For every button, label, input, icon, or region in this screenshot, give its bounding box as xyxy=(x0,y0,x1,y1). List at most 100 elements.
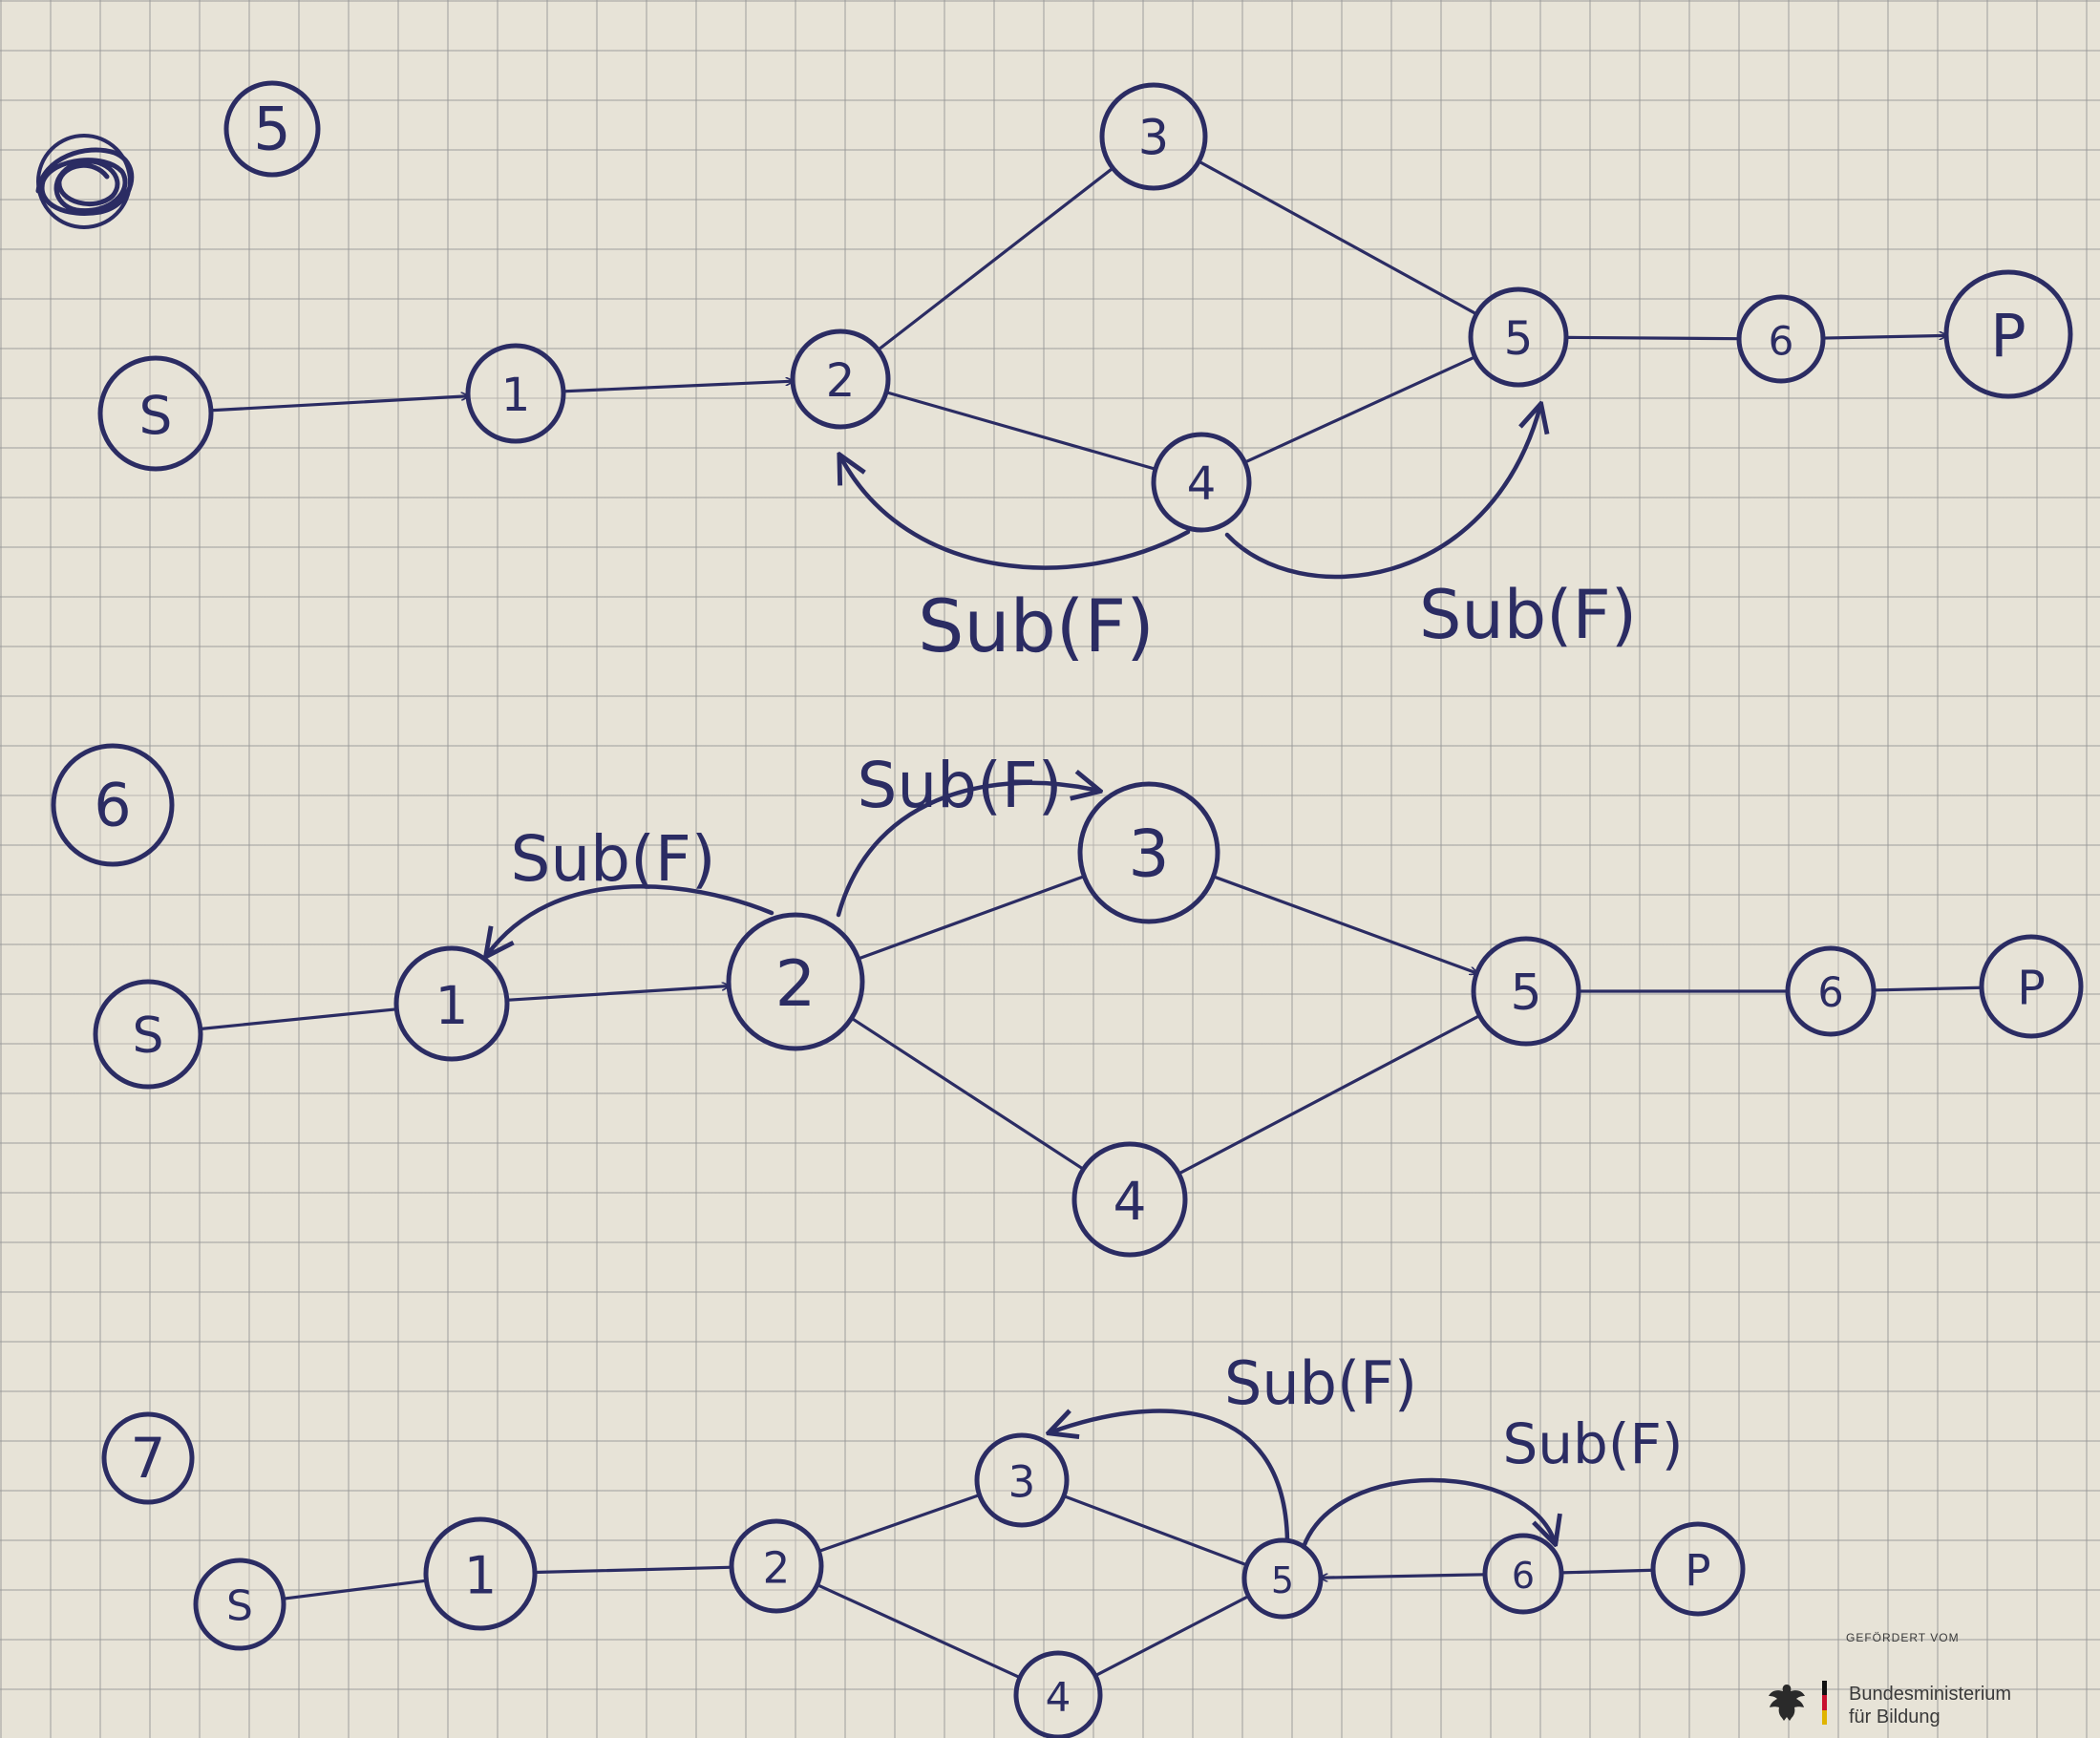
diagram-6-edge-1-2 xyxy=(505,986,729,1002)
diagram-5-node-4 xyxy=(1151,432,1252,533)
diagram-7-edge-1-2 xyxy=(533,1565,733,1575)
diagram-6-edge-4-5 xyxy=(1177,1013,1481,1176)
diagram-6-edge-S-1 xyxy=(199,1007,398,1031)
funder-name-line2: für Bildung xyxy=(1849,1706,1941,1727)
diagram-7-sub-label-5-6: Sub(F) xyxy=(1502,1411,1683,1476)
diagram-6-edge-2-3 xyxy=(857,875,1086,961)
diagram-5-node-label-3: 3 xyxy=(1138,111,1169,167)
diagram-6-node-1 xyxy=(393,945,510,1062)
diagram-5-node-6 xyxy=(1736,294,1826,384)
diagram-5-node-label-4: 4 xyxy=(1187,457,1217,511)
funder-caption: GEFÖRDERT VOM xyxy=(1846,1631,1960,1644)
diagram-6-node-5 xyxy=(1471,936,1581,1047)
diagram-7-node-5 xyxy=(1241,1537,1324,1620)
diagram-6-sub-arc-2-3 xyxy=(836,783,1098,918)
diagram-7-node-P xyxy=(1650,1521,1746,1617)
diagram-5-node-1 xyxy=(465,343,566,444)
diagram-7-edge-S-1 xyxy=(282,1579,429,1600)
diagram-5-node-label-P: P xyxy=(1990,302,2026,371)
diagram-6-edge-2-4 xyxy=(850,1016,1086,1171)
diagram-5-edge-6-P xyxy=(1821,335,1948,338)
diagram-7-edge-6-5 xyxy=(1319,1573,1487,1578)
diagram-7-edge-3-5 xyxy=(1062,1494,1249,1567)
diagram-5-sub-arc-4-2 xyxy=(840,456,1191,570)
diagram-7-node-4 xyxy=(1013,1650,1103,1738)
diagram-6-node-3 xyxy=(1077,781,1220,924)
diagram-6-edge-3-5 xyxy=(1211,875,1477,973)
diagram-5-node-label-2: 2 xyxy=(826,354,856,408)
diagram-5-sub-label-4-5: Sub(F) xyxy=(1419,576,1637,654)
scribble-circle xyxy=(36,134,132,229)
diagram-6-node-S xyxy=(93,979,203,1090)
flag-bar xyxy=(1822,1681,1827,1725)
diagram-7-sub-arc-5-6 xyxy=(1301,1477,1555,1547)
federal-eagle-icon xyxy=(1769,1685,1805,1721)
diagram-5-node-label-5: 5 xyxy=(1504,312,1534,366)
diagram-6-node-label-P: P xyxy=(2017,962,2046,1016)
diagram-5-edge-2-4 xyxy=(884,391,1157,471)
diagram-6-node-label-6: 6 xyxy=(1817,969,1843,1017)
diagram-5-edge-5-6 xyxy=(1564,335,1741,341)
diagram-7-edge-2-3 xyxy=(817,1493,982,1554)
diagram-7-edge-4-5 xyxy=(1093,1594,1251,1678)
diagram-6-node-4 xyxy=(1071,1141,1188,1258)
funder-name-line1: Bundesministerium xyxy=(1849,1684,2012,1705)
diagram-5-node-S xyxy=(97,355,214,472)
edges-layer xyxy=(199,159,1983,1680)
diagram-7-edge-6-P xyxy=(1559,1568,1655,1575)
diagram-5-node-3 xyxy=(1099,82,1208,191)
diagram-7-node-1 xyxy=(423,1516,538,1631)
diagram-7-node-label-4: 4 xyxy=(1046,1674,1071,1721)
diagram-7-node-label-P: P xyxy=(1685,1546,1710,1597)
diagram-6-node-6 xyxy=(1785,945,1877,1037)
diagram-6-node-label-1: 1 xyxy=(435,975,469,1036)
diagram-7-node-label-3: 3 xyxy=(1008,1457,1036,1508)
diagram-6-node-2 xyxy=(726,912,865,1051)
diagram-5-sub-arc-4-5 xyxy=(1224,406,1540,580)
diagram-6-node-P xyxy=(1979,934,2084,1039)
diagram-5-edge-1-2 xyxy=(562,381,793,393)
diagram-5-node-label-1: 1 xyxy=(501,369,531,422)
diagram-7-node-label-2: 2 xyxy=(763,1543,791,1594)
diagram-7-sub-label-5-3: Sub(F) xyxy=(1224,1348,1417,1418)
funder-logo: GEFÖRDERT VOM Bundesministerium für Bild… xyxy=(1767,1623,2082,1733)
diagram-7-node-2 xyxy=(729,1518,824,1614)
diagram-7-node-label-6: 6 xyxy=(1512,1555,1535,1597)
diagram-7-edge-2-4 xyxy=(816,1582,1022,1680)
diagram-7-node-label-1: 1 xyxy=(464,1546,497,1606)
scribble-stroke xyxy=(35,147,135,216)
diagram-6-sub-arc-2-1 xyxy=(487,884,774,955)
diagram-5-edge-2-3 xyxy=(876,166,1114,351)
diagram-5-sub-label-4-2: Sub(F) xyxy=(918,583,1155,668)
diagram-6-sub-label-2-3: Sub(F) xyxy=(857,749,1062,822)
diagram-5-section-label: 5 xyxy=(253,95,290,164)
diagram-5-node-P xyxy=(1943,269,2073,399)
diagram-5-section-circle xyxy=(223,80,321,178)
diagram-7-node-6 xyxy=(1482,1533,1564,1615)
nodes-layer xyxy=(51,80,2084,1738)
diagram-5-edge-4-5 xyxy=(1242,355,1477,464)
diagram-7-section-label: 7 xyxy=(131,1426,166,1491)
diagram-7-node-S xyxy=(193,1558,286,1651)
funder-name: Bundesministerium für Bildung xyxy=(1849,1683,2011,1728)
diagram-6-edge-6-P xyxy=(1872,986,1983,992)
diagram-7-node-label-5: 5 xyxy=(1271,1559,1294,1601)
diagram-6-section-label: 6 xyxy=(94,771,131,840)
diagram-5-node-5 xyxy=(1468,286,1569,388)
diagram-5-node-label-6: 6 xyxy=(1769,318,1794,365)
substitution-arcs-layer xyxy=(487,406,1555,1547)
diagram-6-node-label-4: 4 xyxy=(1114,1171,1147,1232)
diagram-7-node-3 xyxy=(974,1432,1070,1528)
diagram-5-node-2 xyxy=(790,329,891,430)
diagram-6-node-label-5: 5 xyxy=(1510,964,1541,1022)
diagram-7-node-label-S: S xyxy=(226,1582,253,1631)
diagram-6-section-circle xyxy=(51,743,175,867)
diagram-7-section-circle xyxy=(101,1411,195,1505)
diagram-7-sub-arc-5-3 xyxy=(1050,1409,1290,1543)
diagram-6-node-label-2: 2 xyxy=(775,946,817,1021)
crossed-out-mark xyxy=(35,134,135,229)
diagram-6-node-label-3: 3 xyxy=(1128,817,1169,893)
